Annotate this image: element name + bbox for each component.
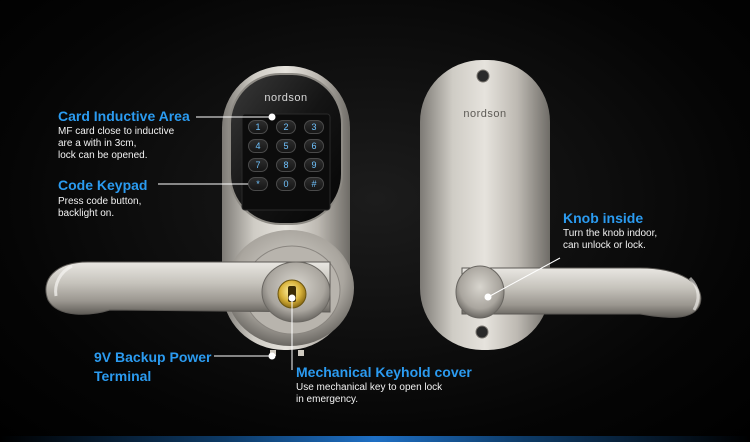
keypad-key-5[interactable]: 5 xyxy=(276,139,296,153)
keypad-key-3[interactable]: 3 xyxy=(304,120,324,134)
front-lever xyxy=(45,261,331,315)
keypad-key-6[interactable]: 6 xyxy=(304,139,324,153)
card-area-desc: MF card close to inductive are a with in… xyxy=(58,126,175,161)
keypad-key-9[interactable]: 9 xyxy=(304,158,324,172)
keypad-key-1[interactable]: 1 xyxy=(248,120,268,134)
battery-terminal-right xyxy=(298,350,304,356)
keypad-grid: 1 2 3 4 5 6 7 8 9 * 0 # xyxy=(248,120,324,191)
knob-inside-title: Knob inside xyxy=(563,210,644,226)
keypad-key-2[interactable]: 2 xyxy=(276,120,296,134)
keypad-key-0[interactable]: 0 xyxy=(276,177,296,191)
keyhole-cover-desc: Use mechanical key to open lock in emerg… xyxy=(296,382,443,405)
keyhole-cover-title: Mechanical Keyhold cover xyxy=(296,364,472,380)
back-knob-hub xyxy=(455,265,505,319)
card-area-title: Card Inductive Area xyxy=(58,108,190,124)
backup-power-title-line1: 9V Backup Power xyxy=(94,349,212,365)
keypad-key-8[interactable]: 8 xyxy=(276,158,296,172)
back-lock xyxy=(420,60,702,350)
keypad-key-7[interactable]: 7 xyxy=(248,158,268,172)
front-brand-logo: nordson xyxy=(264,92,308,104)
back-bottom-screw xyxy=(475,325,489,339)
knob-inside-desc: Turn the knob indoor, can unlock or lock… xyxy=(563,228,658,251)
bottom-accent-band xyxy=(0,436,750,442)
back-brand-logo: nordson xyxy=(463,108,507,120)
code-keypad-title: Code Keypad xyxy=(58,177,148,193)
back-top-screw xyxy=(476,69,490,83)
front-lock xyxy=(45,66,354,356)
code-keypad-desc: Press code button, backlight on. xyxy=(58,196,142,219)
back-lever xyxy=(461,267,702,318)
keypad-key-star[interactable]: * xyxy=(248,177,268,191)
backup-power-title-line2: Terminal xyxy=(94,368,152,384)
leader-knob xyxy=(489,257,561,297)
keypad-key-4[interactable]: 4 xyxy=(248,139,268,153)
keypad-key-hash[interactable]: # xyxy=(304,177,324,191)
